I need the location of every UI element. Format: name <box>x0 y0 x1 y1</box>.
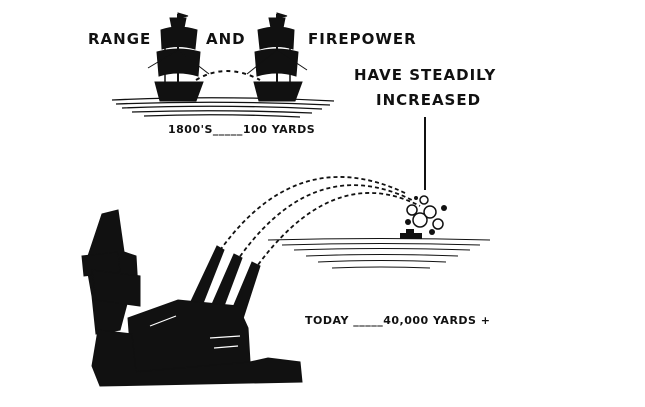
trajectories-modern <box>211 176 421 277</box>
title-word-range: RANGE <box>88 30 152 48</box>
trajectory-1800s <box>195 70 261 81</box>
title-have-steadily: HAVE STEADILY <box>354 66 497 84</box>
title-word-and: AND <box>206 30 246 48</box>
sailing-ship-right-icon <box>246 12 308 102</box>
then-range-label: 1800'S_____100 YARDS <box>168 123 316 136</box>
sailing-ship-left-icon <box>147 12 210 102</box>
turret-detail <box>149 315 241 349</box>
title-word-firepower: FIREPOWER <box>308 30 417 48</box>
today-range-label: TODAY _____40,000 YARDS + <box>305 314 491 327</box>
battleship-turret-icon <box>81 209 303 387</box>
sea-modern <box>267 237 491 269</box>
splash-explosion-icon <box>400 195 447 239</box>
sea-1800s <box>111 97 335 118</box>
title-increased: INCREASED <box>376 91 482 109</box>
